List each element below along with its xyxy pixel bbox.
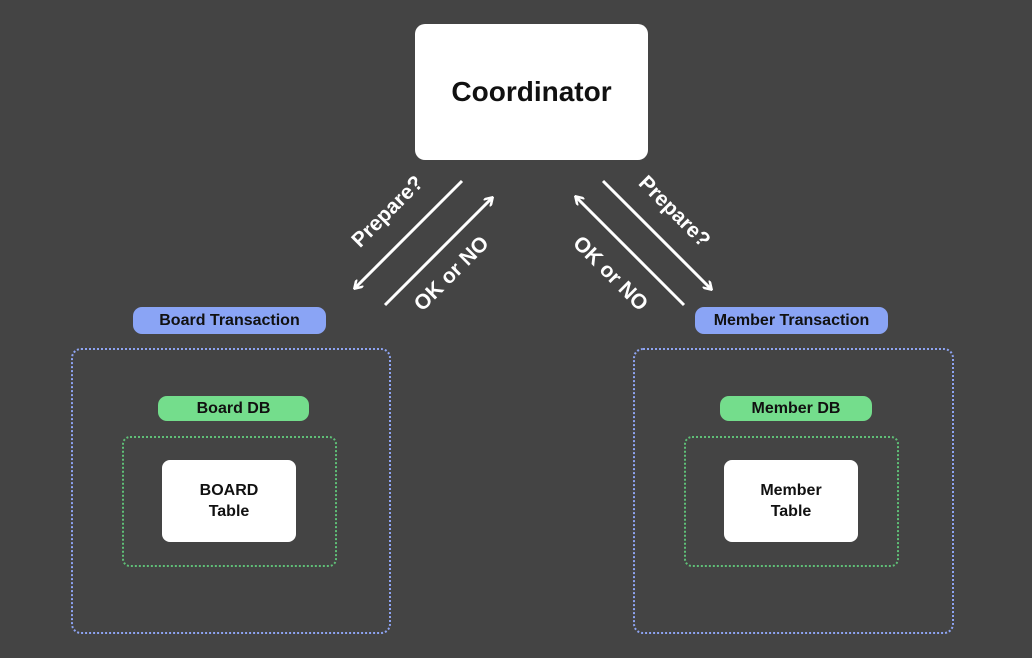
member-db-boundary xyxy=(684,436,899,567)
board-transaction-label: Board Transaction xyxy=(159,311,300,329)
board-table-line2: Table xyxy=(208,503,250,520)
board-table-line1: BOARD xyxy=(199,482,259,499)
coordinator-node: Coordinator xyxy=(415,24,648,160)
reply-arrow-left xyxy=(383,198,492,307)
member-table-line2: Table xyxy=(770,503,812,520)
reply-arrow-right xyxy=(576,197,686,307)
coordinator-label: Coordinator xyxy=(451,76,612,107)
board-table: BOARD Table xyxy=(162,460,296,542)
board-db-badge: Board DB xyxy=(158,396,309,421)
member-db-label: Member DB xyxy=(751,399,841,417)
member-table-line1: Member xyxy=(760,482,822,499)
board-transaction-badge: Board Transaction xyxy=(133,307,326,334)
board-db-boundary xyxy=(122,436,337,567)
board-transaction-boundary xyxy=(71,348,391,634)
member-transaction-label: Member Transaction xyxy=(713,311,870,329)
member-table: Member Table xyxy=(724,460,858,542)
member-db-badge: Member DB xyxy=(720,396,872,421)
prepare-arrow-right xyxy=(601,179,711,289)
member-transaction-boundary xyxy=(633,348,954,634)
prepare-arrow-left xyxy=(355,179,464,288)
member-transaction-badge: Member Transaction xyxy=(695,307,888,334)
board-db-label: Board DB xyxy=(196,399,271,417)
